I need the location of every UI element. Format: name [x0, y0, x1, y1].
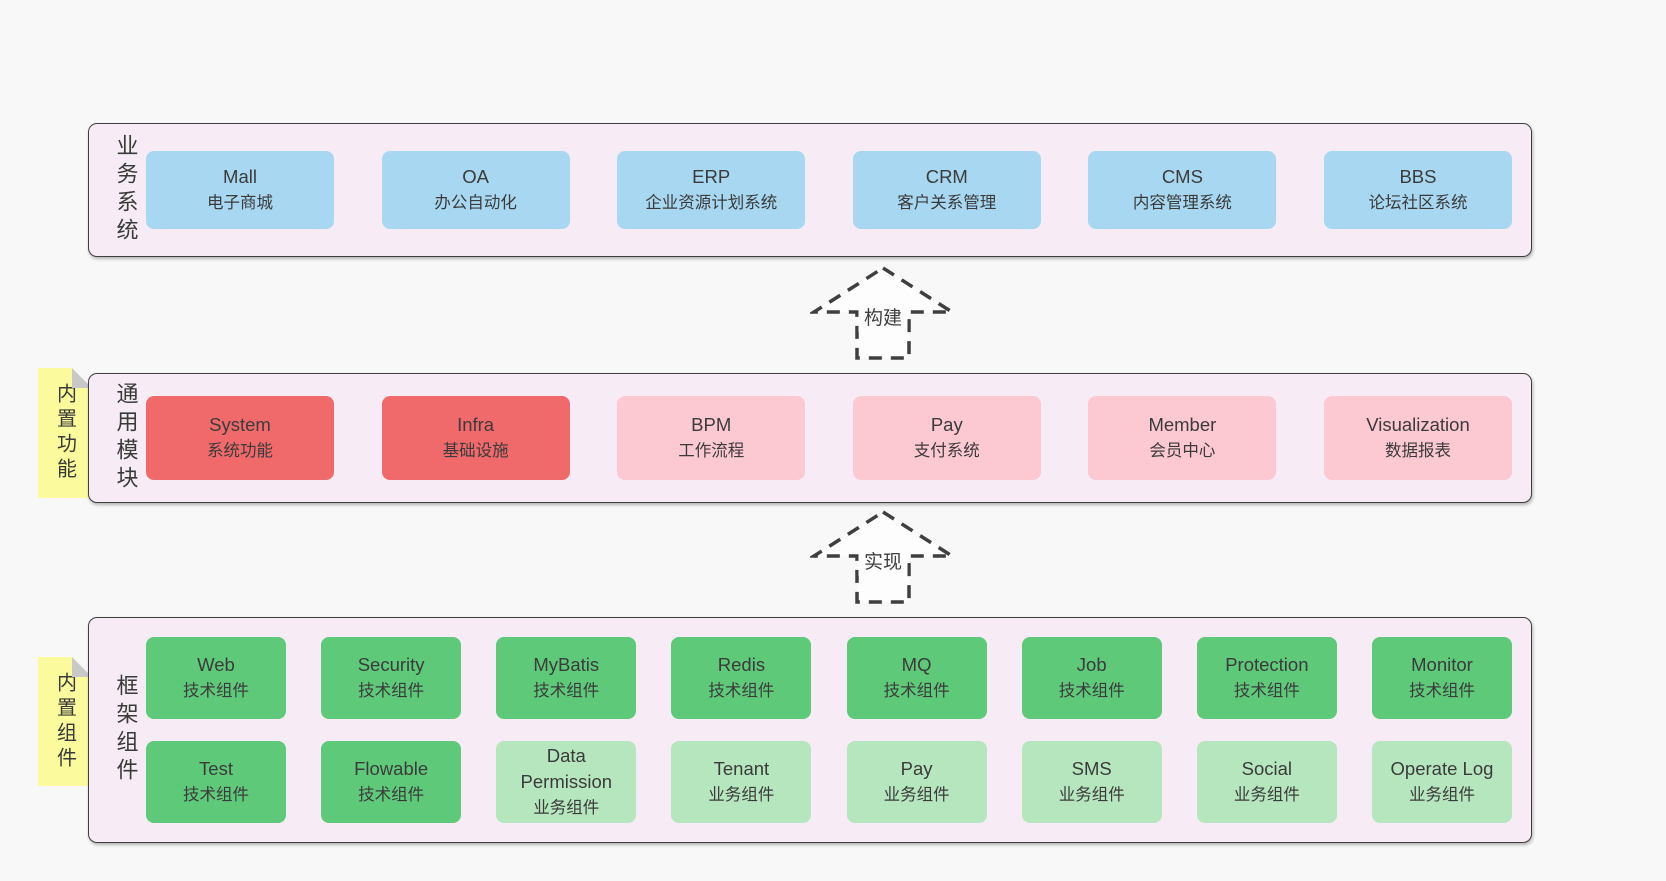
box-social: Social 业务组件 [1196, 741, 1337, 823]
business-systems-band: 业务系统 Mall 电子商城 OA 办公自动化 ERP 企业资源计划系统 CRM… [88, 123, 1532, 257]
box-bpm: BPM 工作流程 [617, 396, 806, 480]
band-label-common-modules: 通用模块 [113, 382, 139, 494]
box-flowable: Flowable 技术组件 [321, 741, 462, 823]
box-mybatis: MyBatis 技术组件 [496, 637, 637, 719]
business-systems-boxes: Mall 电子商城 OA 办公自动化 ERP 企业资源计划系统 CRM 客户关系… [146, 124, 1531, 256]
box-monitor: Monitor 技术组件 [1371, 637, 1512, 719]
build-arrow-label: 构建 [864, 307, 902, 329]
up-arrow-icon: 构建 [810, 265, 956, 360]
implement-arrow: 实现 [810, 508, 956, 606]
box-erp: ERP 企业资源计划系统 [617, 151, 806, 229]
up-arrow-icon: 实现 [810, 509, 956, 604]
build-arrow: 构建 [810, 264, 956, 362]
band-label-business-systems: 业务系统 [113, 134, 139, 246]
box-bbs: BBS 论坛社区系统 [1323, 151, 1512, 229]
sticky-note-label: 内置功能 [53, 383, 76, 483]
framework-components-boxes: Web 技术组件 Security 技术组件 MyBatis 技术组件 Redi… [146, 618, 1531, 842]
sticky-note-label: 内置组件 [53, 671, 76, 772]
box-pay-system: Pay 支付系统 [852, 396, 1041, 480]
box-protection: Protection 技术组件 [1196, 637, 1337, 719]
box-operate-log: Operate Log 业务组件 [1371, 741, 1512, 823]
box-sms: SMS 业务组件 [1021, 741, 1162, 823]
box-crm: CRM 客户关系管理 [852, 151, 1041, 229]
box-job: Job 技术组件 [1021, 637, 1162, 719]
band-label-framework-components: 框架组件 [113, 674, 139, 786]
box-visualization: Visualization 数据报表 [1323, 396, 1512, 480]
box-mq: MQ 技术组件 [846, 637, 987, 719]
box-system: System 系统功能 [146, 396, 334, 480]
framework-components-band: 框架组件 Web 技术组件 Security 技术组件 MyBatis 技术组件… [88, 617, 1532, 843]
sticky-note-builtin-features: 内置功能 [38, 368, 92, 498]
box-redis: Redis 技术组件 [671, 637, 812, 719]
sticky-note-builtin-components: 内置组件 [38, 657, 92, 786]
box-test: Test 技术组件 [146, 741, 286, 823]
box-security: Security 技术组件 [321, 637, 462, 719]
common-modules-band: 通用模块 System 系统功能 Infra 基础设施 BPM 工作流程 Pay… [88, 373, 1532, 503]
box-tenant: Tenant 业务组件 [671, 741, 812, 823]
common-modules-boxes: System 系统功能 Infra 基础设施 BPM 工作流程 Pay 支付系统… [146, 374, 1531, 502]
box-pay-component: Pay 业务组件 [846, 741, 987, 823]
box-infra: Infra 基础设施 [381, 396, 570, 480]
box-mall: Mall 电子商城 [146, 151, 334, 229]
implement-arrow-label: 实现 [864, 551, 902, 573]
box-oa: OA 办公自动化 [381, 151, 570, 229]
box-data-permission: Data Permission 业务组件 [496, 741, 637, 823]
box-web: Web 技术组件 [146, 637, 286, 719]
box-member: Member 会员中心 [1088, 396, 1277, 480]
box-cms: CMS 内容管理系统 [1088, 151, 1277, 229]
